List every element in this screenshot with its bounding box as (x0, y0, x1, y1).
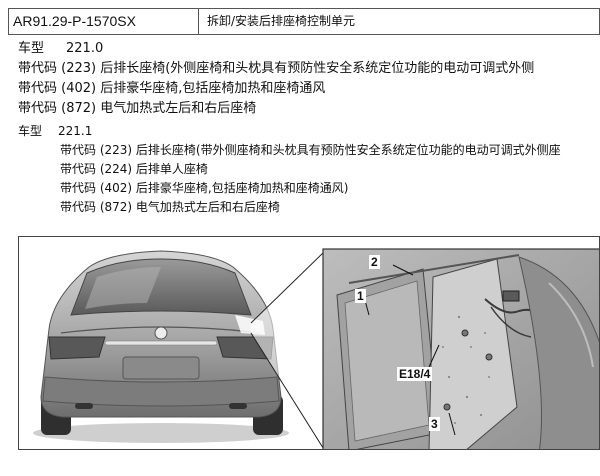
model-row-221-0: 车型 221.0 (18, 40, 600, 58)
model-value: 221.0 (66, 41, 104, 56)
applicability-line: 带代码 (223) 后排长座椅(外侧座椅和头枕具有预防性安全系统定位功能的电动可… (18, 61, 535, 76)
applicability-line: 带代码 (402) 后排豪华座椅,包括座椅加热和座椅通风) (60, 181, 349, 195)
leader-lines (250, 250, 326, 449)
model-value: 221.1 (58, 124, 93, 138)
detail-view (322, 248, 599, 449)
callout-3: 3 (429, 417, 440, 431)
applicability-line: 带代码 (872) 电气加热式左后和右后座椅 (60, 200, 280, 214)
applicability-line: 带代码 (872) 电气加热式左后和右后座椅 (18, 101, 257, 116)
callout-2: 2 (369, 255, 380, 269)
document-header: AR91.29-P-1570SX 拆卸/安装后排座椅控制单元 (8, 8, 600, 35)
service-illustration: 2 1 E18/4 3 (18, 236, 600, 450)
applicability-line: 带代码 (402) 后排豪华座椅,包括座椅加热和座椅通风 (18, 81, 326, 96)
model-label: 车型 (18, 124, 43, 138)
document-title: 拆卸/安装后排座椅控制单元 (207, 14, 356, 28)
callout-e18-4: E18/4 (397, 367, 433, 381)
model-label: 车型 (18, 41, 45, 56)
callout-1: 1 (355, 289, 366, 303)
applicability-line: 带代码 (223) 后排长座椅(带外侧座椅和头枕具有预防性安全系统定位功能的电动… (60, 143, 561, 157)
model-row-221-1: 车型 221.1 (18, 122, 600, 140)
applicability-line: 带代码 (224) 后排单人座椅 (60, 162, 208, 176)
car-rear-view (33, 250, 289, 443)
document-code: AR91.29-P-1570SX (9, 9, 199, 34)
illustration-drawing (33, 248, 599, 449)
